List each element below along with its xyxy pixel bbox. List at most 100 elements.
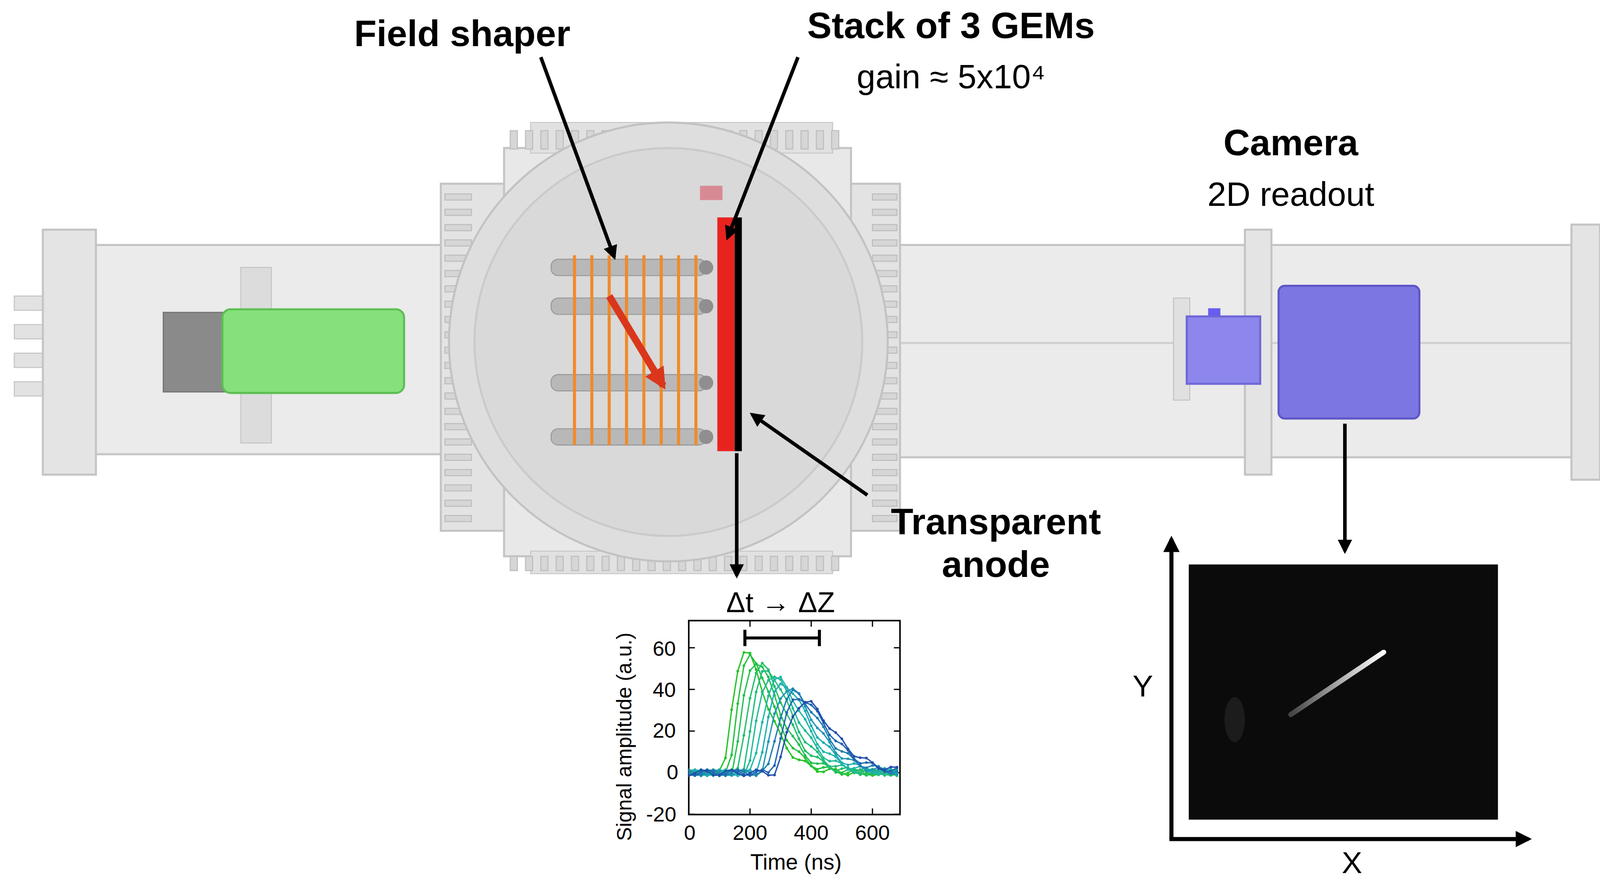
sample-dot bbox=[889, 765, 892, 768]
sample-dot bbox=[754, 671, 758, 675]
sample-dot bbox=[846, 767, 850, 771]
sample-dot bbox=[693, 774, 696, 777]
sample-dot bbox=[748, 771, 752, 774]
sample-dot bbox=[760, 750, 764, 754]
sample-dot bbox=[742, 734, 745, 737]
sample-dot bbox=[693, 771, 696, 775]
bolt bbox=[709, 555, 717, 571]
sample-dot bbox=[822, 758, 825, 762]
sample-dot bbox=[711, 774, 715, 777]
sample-dot bbox=[859, 756, 862, 759]
sample-dot bbox=[760, 720, 764, 724]
sample-dot bbox=[705, 772, 709, 775]
sample-dot bbox=[828, 764, 831, 768]
sample-dot bbox=[809, 736, 813, 739]
sample-dot bbox=[693, 768, 696, 771]
sample-dot bbox=[767, 762, 770, 765]
sample-dot bbox=[803, 700, 807, 704]
sample-dot bbox=[742, 693, 745, 697]
chamber-window bbox=[474, 147, 863, 536]
sample-dot bbox=[889, 772, 892, 775]
sample-dot bbox=[828, 737, 831, 740]
tick bbox=[810, 620, 812, 627]
sample-dot bbox=[809, 724, 813, 728]
source-cylinder bbox=[222, 308, 405, 393]
delta-bracket bbox=[744, 636, 820, 640]
sample-dot bbox=[742, 774, 745, 777]
sample-dot bbox=[785, 730, 789, 734]
sample-dot bbox=[834, 764, 837, 768]
sample-dot bbox=[840, 749, 844, 753]
sample-dot bbox=[754, 768, 758, 771]
bolt bbox=[739, 555, 747, 571]
image-glow bbox=[1224, 696, 1245, 742]
sample-dot bbox=[767, 707, 770, 711]
bolt bbox=[525, 555, 533, 571]
sample-dot bbox=[822, 770, 825, 773]
field-ring bbox=[694, 254, 698, 445]
sample-dot bbox=[748, 696, 752, 700]
sample-dot bbox=[895, 769, 899, 773]
sample-dot bbox=[742, 767, 745, 771]
bolt bbox=[602, 555, 610, 571]
bolt bbox=[770, 130, 778, 149]
delta-bracket bbox=[743, 629, 747, 647]
field-ring bbox=[624, 254, 628, 445]
sample-dot bbox=[797, 691, 800, 695]
leader-arrow bbox=[540, 57, 615, 257]
sample-dot bbox=[840, 767, 844, 770]
left-tube bbox=[61, 245, 449, 455]
sample-dot bbox=[730, 768, 733, 771]
sample-dot bbox=[730, 768, 733, 771]
sample-dot bbox=[797, 721, 800, 724]
sample-dot bbox=[895, 773, 899, 776]
sample-dot bbox=[724, 772, 727, 776]
sample-dot bbox=[864, 760, 868, 764]
sample-dot bbox=[791, 715, 795, 718]
sample-dot bbox=[754, 751, 758, 755]
sample-dot bbox=[779, 755, 782, 758]
sample-dot bbox=[840, 771, 844, 774]
sample-dot bbox=[797, 697, 800, 701]
sample-dot bbox=[693, 774, 696, 777]
sample-dot bbox=[852, 757, 856, 760]
sample-dot bbox=[767, 715, 770, 719]
field-shaper-drawing bbox=[551, 254, 714, 445]
axis-title: Signal amplitude (a.u.) bbox=[612, 632, 637, 841]
sample-dot bbox=[705, 769, 709, 773]
chamber-flange bbox=[448, 122, 888, 562]
sample-dot bbox=[809, 744, 813, 748]
bolt bbox=[571, 555, 579, 571]
sample-dot bbox=[815, 770, 819, 773]
sample-dot bbox=[859, 768, 862, 771]
signal-curve bbox=[688, 701, 898, 776]
tick bbox=[688, 808, 690, 815]
bolt bbox=[770, 555, 778, 571]
sample-dot bbox=[779, 716, 782, 720]
sample-dot bbox=[711, 768, 715, 771]
sample-dot bbox=[803, 717, 807, 721]
callout-label: Transparent anode bbox=[857, 500, 1135, 585]
sample-dot bbox=[773, 684, 776, 688]
bolt bbox=[872, 254, 897, 261]
sample-dot bbox=[852, 770, 856, 774]
sample-dot bbox=[754, 773, 758, 776]
sample-dot bbox=[828, 727, 831, 730]
sample-dot bbox=[834, 769, 837, 772]
sample-dot bbox=[864, 756, 868, 759]
sample-dot bbox=[803, 753, 807, 757]
sample-dot bbox=[846, 773, 850, 777]
sample-dot bbox=[815, 736, 819, 739]
bolt bbox=[754, 555, 762, 571]
tick bbox=[688, 688, 695, 690]
tick bbox=[749, 620, 751, 627]
sample-dot bbox=[724, 769, 727, 773]
sample-dot bbox=[693, 768, 696, 772]
transparent-anode bbox=[734, 217, 742, 451]
callout-sublabel: 2D readout bbox=[1207, 174, 1374, 214]
sample-dot bbox=[742, 664, 745, 667]
signal-curve bbox=[688, 670, 898, 776]
sample-dot bbox=[773, 705, 776, 708]
sample-dot bbox=[754, 662, 758, 666]
bolt bbox=[555, 130, 563, 149]
